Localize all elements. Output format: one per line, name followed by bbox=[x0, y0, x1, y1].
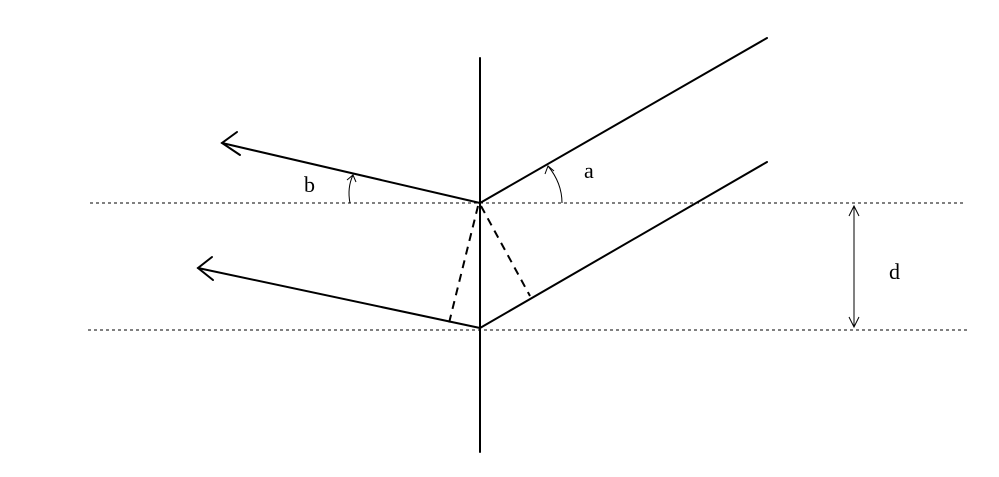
spacing-d-label: d bbox=[889, 259, 900, 284]
angle-a-arrowhead bbox=[544, 165, 555, 175]
diffracted-ray-lower bbox=[197, 267, 481, 329]
angle-a-label: a bbox=[584, 158, 594, 183]
incident-ray-upper bbox=[479, 37, 768, 204]
angle-b-arc bbox=[348, 174, 354, 204]
path-difference-dash-left bbox=[448, 205, 479, 324]
angle-b-label: b bbox=[304, 172, 315, 197]
diffracted-ray-upper-arrowhead bbox=[220, 131, 241, 156]
incident-ray-lower bbox=[479, 161, 768, 329]
spacing-d-arrowhead-top bbox=[848, 204, 860, 217]
diffracted-ray-upper bbox=[221, 142, 481, 204]
spacing-d-arrowhead-bottom bbox=[848, 316, 860, 329]
path-difference-dash-right bbox=[480, 205, 531, 297]
angle-a-arc bbox=[547, 165, 563, 204]
angle-b-arrowhead bbox=[346, 174, 357, 183]
diffracted-ray-lower-arrowhead bbox=[196, 256, 214, 281]
